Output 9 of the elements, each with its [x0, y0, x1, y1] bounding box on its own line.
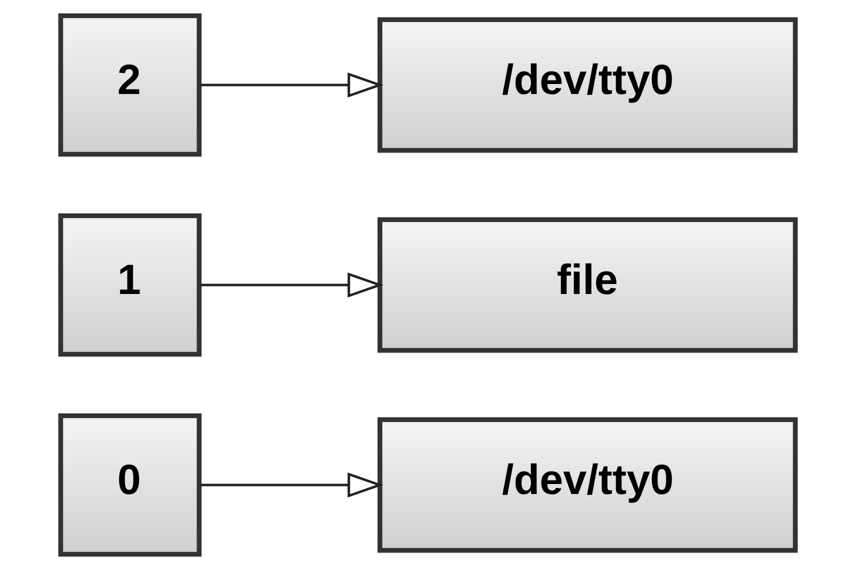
arrow	[198, 472, 383, 498]
arrow	[198, 72, 383, 98]
node-box: 1	[58, 213, 202, 357]
node-box: 2	[58, 13, 202, 157]
arrow	[198, 272, 383, 298]
node-box: file	[377, 217, 798, 353]
node-box: /dev/tty0	[377, 417, 798, 553]
node-box: 0	[58, 413, 202, 557]
node-box: /dev/tty0	[377, 17, 798, 153]
